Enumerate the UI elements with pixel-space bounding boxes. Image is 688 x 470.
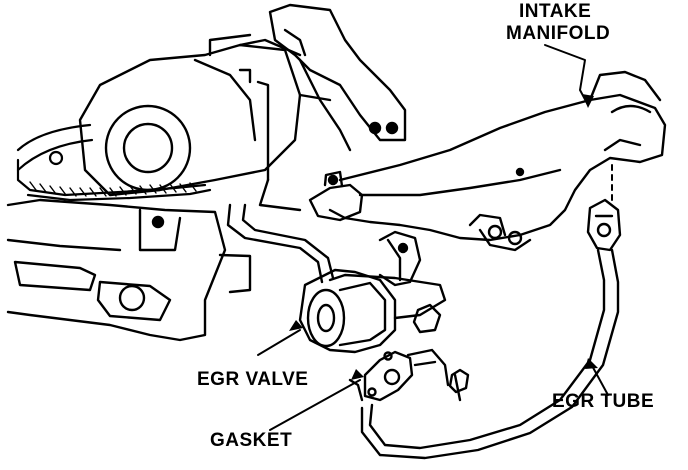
gasket-part bbox=[348, 350, 414, 402]
engine-block bbox=[6, 198, 252, 342]
label-gasket: GASKET bbox=[210, 430, 293, 451]
egr-valve-body bbox=[298, 230, 447, 354]
intake-manifold bbox=[328, 70, 667, 252]
braided-hose bbox=[16, 123, 212, 202]
throttle-body bbox=[78, 33, 332, 197]
egr-valve-leader bbox=[257, 329, 301, 356]
label-egr-tube: EGR TUBE bbox=[552, 391, 655, 412]
gasket-arrowhead bbox=[351, 369, 364, 380]
manifold-stud bbox=[308, 170, 364, 222]
gasket-leader bbox=[269, 379, 361, 431]
intake-manifold-arrowhead bbox=[582, 94, 594, 108]
egr-tube-arrowhead bbox=[585, 358, 598, 369]
egr-feed-pipe bbox=[226, 203, 335, 284]
upper-brackets bbox=[238, 3, 407, 212]
label-intake-line2: MANIFOLD bbox=[506, 23, 611, 44]
label-egr-valve: EGR VALVE bbox=[197, 369, 309, 390]
egr-tube-part bbox=[360, 198, 622, 460]
mount-bolt bbox=[448, 368, 470, 402]
intake-manifold-leader bbox=[544, 44, 589, 106]
egr-valve-arrowhead bbox=[289, 320, 303, 331]
label-intake-line1: INTAKE bbox=[519, 1, 592, 22]
